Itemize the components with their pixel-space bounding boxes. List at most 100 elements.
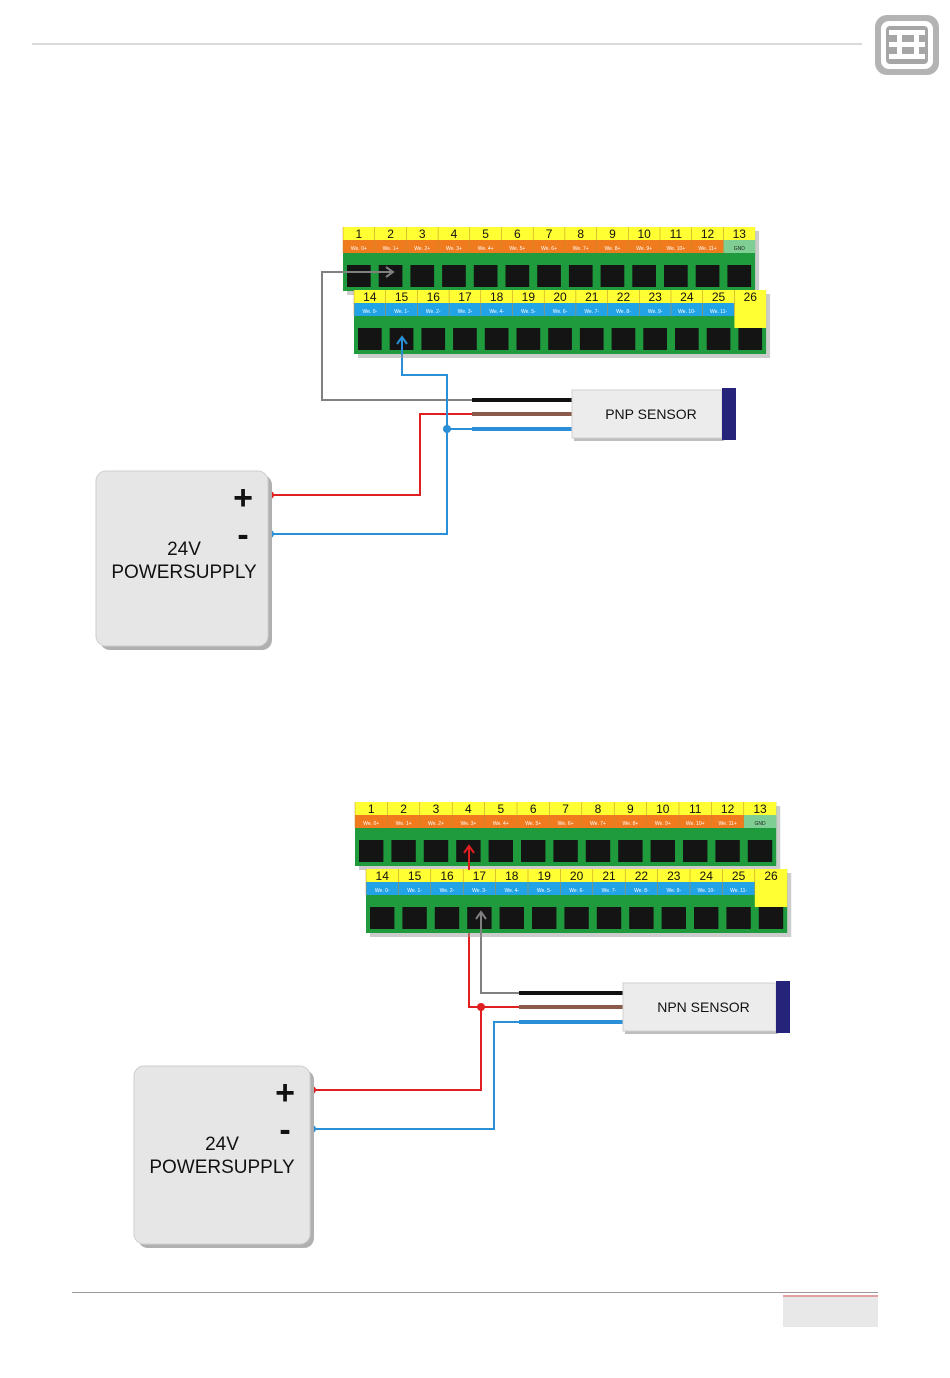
terminal-socket — [516, 328, 541, 350]
terminal-number-band — [743, 802, 777, 815]
terminal-number: 12 — [721, 802, 735, 816]
terminal-number: 19 — [538, 869, 552, 883]
pnp-input-arrow — [396, 335, 408, 345]
terminal-sub-label: We. 8- — [616, 309, 631, 315]
terminal-socket — [738, 328, 763, 350]
terminal-number: 25 — [732, 869, 746, 883]
terminal-number: 12 — [701, 227, 715, 241]
terminal-number-band — [549, 802, 582, 815]
terminal-number: 25 — [712, 290, 726, 304]
terminal-number-band — [355, 802, 388, 815]
terminal-sub-label: We. 9+ — [655, 821, 671, 827]
header-rule — [32, 43, 862, 45]
terminal-number-band — [354, 290, 386, 303]
terminal-label-band — [480, 303, 513, 316]
terminal-sub-label: We. 5- — [537, 888, 552, 894]
terminal-number-band — [517, 802, 550, 815]
terminal-label-band — [679, 815, 712, 828]
terminal-socket — [643, 328, 667, 350]
terminal-sub-label: We. 8+ — [605, 246, 621, 252]
npn-red-junction-dot — [477, 1003, 485, 1011]
terminal-socket — [618, 840, 643, 862]
terminal-label-band — [592, 882, 626, 895]
terminal-socket — [664, 265, 688, 287]
terminal-number: 13 — [753, 802, 767, 816]
sensor-label: NPN SENSOR — [657, 999, 750, 1015]
terminal-socket — [423, 840, 449, 862]
terminal-sub-label: We. 9- — [648, 309, 663, 315]
terminal-number-band — [560, 869, 593, 882]
terminal-socket — [706, 328, 731, 350]
pnp-plus-red-wire — [270, 413, 472, 496]
terminal-socket — [499, 907, 524, 929]
sensor-body — [571, 389, 723, 439]
terminal-number: 23 — [648, 290, 662, 304]
terminal-sub-label: We. 11+ — [718, 821, 736, 827]
terminal-socket — [683, 840, 708, 862]
terminal-number: 21 — [602, 869, 616, 883]
terminal-number-band — [533, 227, 565, 240]
supply-minus-label: - — [279, 1111, 290, 1149]
terminal-sub-label: GND — [754, 821, 766, 827]
terminal-socket — [359, 840, 384, 862]
terminal-label-band — [575, 303, 608, 316]
terminal-sub-label: We. 4+ — [478, 246, 494, 252]
terminal-socket — [347, 265, 371, 287]
terminal-number-band — [406, 227, 439, 240]
terminal-number: 23 — [667, 869, 681, 883]
terminal-socket — [758, 907, 784, 929]
terminal-number-band — [419, 802, 453, 815]
terminal-socket — [391, 840, 416, 862]
terminal-label-band — [398, 882, 431, 895]
terminal-sub-label: We. 3- — [472, 888, 487, 894]
terminal-number-band — [495, 869, 528, 882]
terminal-number: 3 — [419, 227, 426, 241]
terminal-sub-label: We. 7+ — [590, 821, 606, 827]
terminal-number-band — [660, 227, 692, 240]
sensor-cap — [722, 388, 736, 440]
terminal-number-band — [385, 290, 418, 303]
terminal-sub-label: We. 7- — [602, 888, 617, 894]
terminal-sub-label: We. 1+ — [383, 246, 399, 252]
terminal-label-band — [449, 303, 481, 316]
terminal-sub-label: We. 4- — [489, 309, 504, 315]
terminal-label-band — [438, 240, 470, 253]
terminal-number-band — [452, 802, 485, 815]
terminal-socket — [564, 907, 589, 929]
terminal-label-band — [560, 882, 593, 895]
terminal-sub-label: We. 11- — [730, 888, 747, 894]
terminal-number-band — [679, 802, 712, 815]
supply-minus-label: - — [237, 516, 248, 554]
terminal-label-band — [646, 815, 679, 828]
terminal-number-band — [596, 227, 629, 240]
terminal-number: 16 — [440, 869, 454, 883]
terminal-socket — [548, 328, 572, 350]
terminal-label-band — [581, 815, 615, 828]
npn-signal-arrow — [475, 910, 487, 920]
terminal-label-band — [628, 240, 660, 253]
terminal-label-band — [419, 815, 453, 828]
terminal-number-band — [592, 869, 626, 882]
sensor-cap — [776, 981, 790, 1033]
terminal-number: 22 — [617, 290, 631, 304]
terminal-number-band — [581, 802, 615, 815]
terminal-number: 14 — [363, 290, 377, 304]
terminal-socket — [521, 840, 546, 862]
terminal-socket — [537, 265, 561, 287]
terminal-sub-label: We. 7+ — [573, 246, 589, 252]
supply-voltage-label: 24V — [205, 1134, 239, 1155]
terminal-label-band — [614, 815, 647, 828]
terminal-sub-label: GND — [734, 246, 746, 252]
terminal-socket — [596, 907, 622, 929]
terminal-label-band — [354, 303, 386, 316]
terminal-number: 1 — [368, 802, 375, 816]
terminal-number: 2 — [400, 802, 407, 816]
terminal-number-band — [343, 227, 375, 240]
terminal-sub-label: We. 3+ — [446, 246, 462, 252]
terminal-sub-label: We. 6+ — [541, 246, 557, 252]
page-number-box — [783, 1295, 878, 1327]
terminal-number-band — [690, 869, 723, 882]
terminal-label-band — [387, 815, 420, 828]
terminal-sub-label: We. 10- — [678, 309, 696, 315]
